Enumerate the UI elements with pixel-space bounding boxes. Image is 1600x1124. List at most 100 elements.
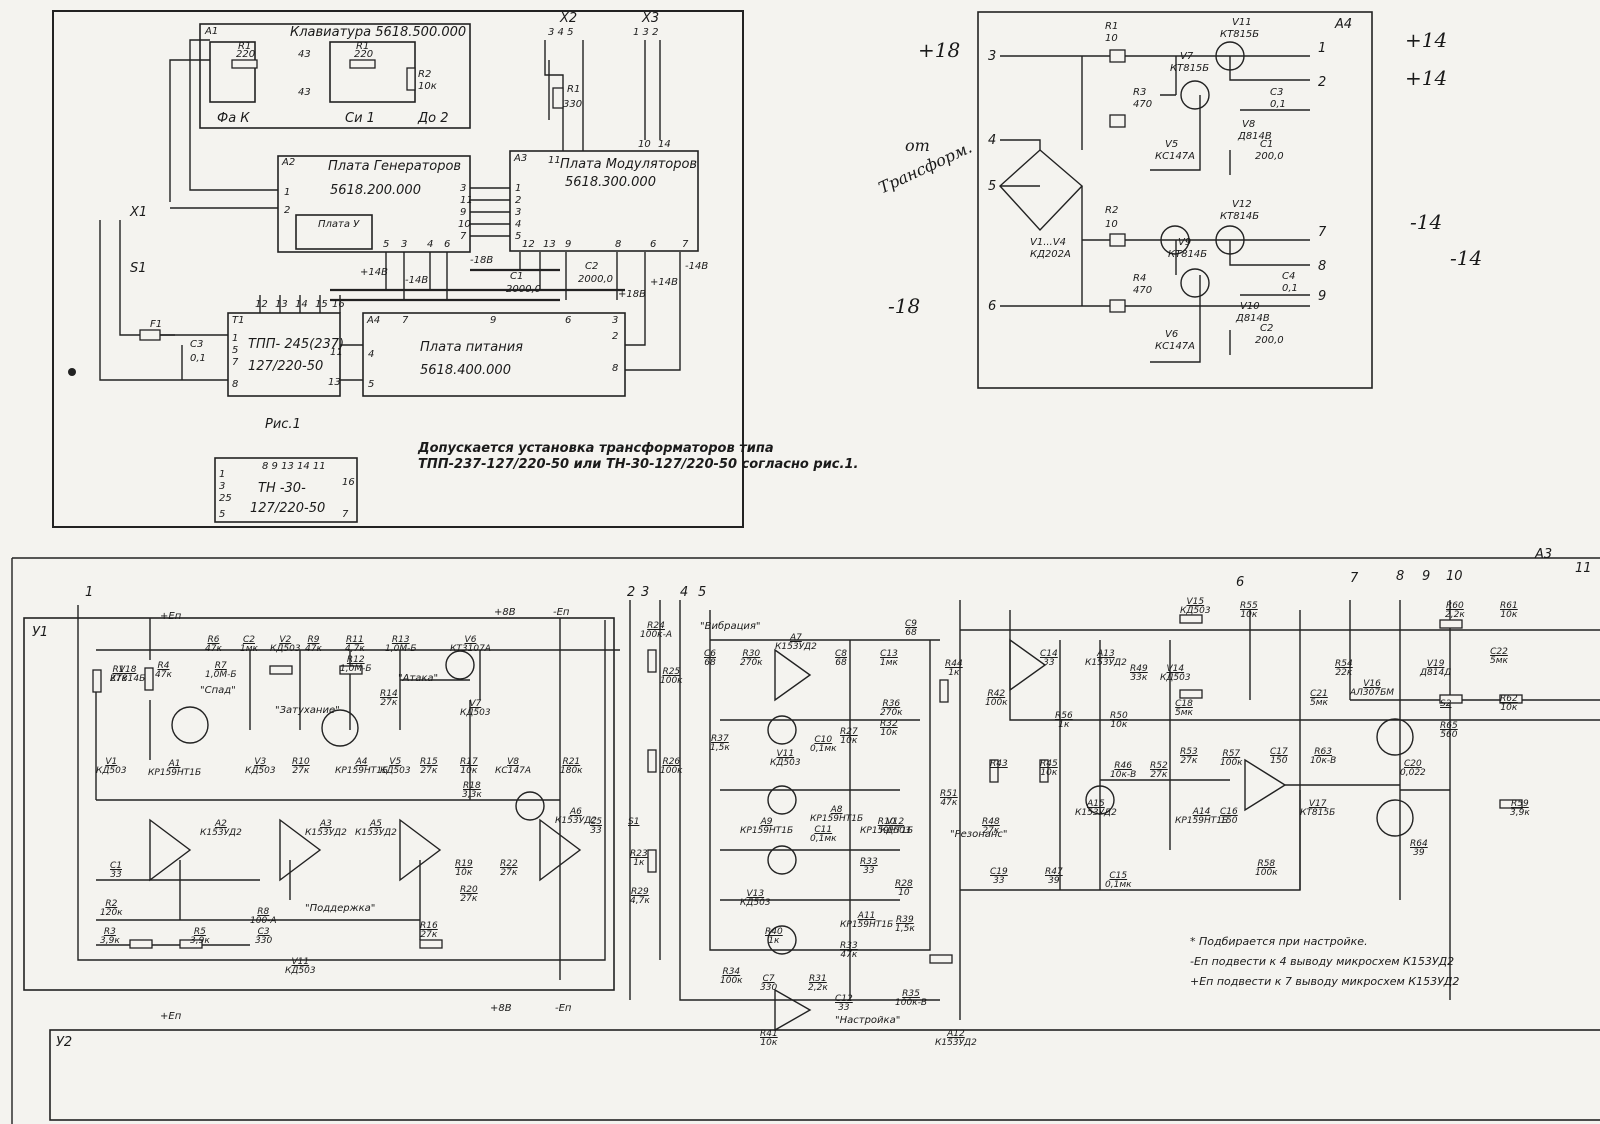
- component-value: 10к: [1500, 610, 1518, 620]
- component-value: КД503: [285, 966, 316, 976]
- connector-x3-pins: 1 3 2: [633, 27, 659, 38]
- component-ref: R50: [1110, 711, 1128, 721]
- component-ref: R39: [896, 915, 914, 925]
- power-pin-4: 2: [612, 331, 619, 342]
- keyboard-r2-val: 10к: [418, 81, 437, 92]
- component-ref: C5: [590, 817, 603, 827]
- gen-board-title: Плата Генераторов: [328, 159, 462, 174]
- component-value: 27к: [500, 868, 518, 878]
- component-value: 33: [863, 866, 875, 876]
- component-value: 100к-В: [895, 998, 928, 1008]
- a3-rail-mEn: -Еп: [553, 607, 570, 618]
- fig1-lpin0: 1: [219, 469, 226, 480]
- component-value: 5мк: [1490, 656, 1508, 666]
- component-ref: A9: [760, 817, 773, 827]
- trans-pin-r1: 13: [328, 377, 341, 388]
- component-ref: V6: [464, 635, 477, 645]
- component-value: К153УД2: [1085, 658, 1127, 668]
- block-diagram-frame: [52, 10, 744, 528]
- component-ref: C16: [1220, 807, 1238, 817]
- component-value: 2,2к: [808, 983, 828, 993]
- a4-c4-val: 0,1: [1282, 283, 1298, 294]
- component-value: 1,5к: [710, 743, 730, 753]
- mod-pin-t0: 10: [638, 139, 651, 150]
- component-value: 270к: [740, 658, 763, 668]
- component-value: 27к: [292, 766, 310, 776]
- component-value: 150: [1270, 756, 1288, 766]
- component-value: 22к: [1335, 668, 1353, 678]
- component-value: Д814Д: [1420, 668, 1452, 678]
- component-ref: A12: [947, 1029, 965, 1039]
- a3-pin-7: 7: [1350, 571, 1359, 586]
- component-value: КД503: [1160, 673, 1191, 683]
- component-ref: R53: [1180, 747, 1198, 757]
- component-ref: C8: [835, 649, 848, 659]
- trans-pin-l3: 8: [232, 379, 239, 390]
- hand-m14a: -14: [1410, 210, 1443, 234]
- component-ref: S2: [1440, 699, 1452, 709]
- modulator-board-box: [509, 150, 699, 252]
- trans-pin-t0: 12: [255, 299, 268, 310]
- note-2: -Еп подвести к 4 выводу микросхем К153УД…: [1190, 955, 1455, 968]
- a4-r4: R4: [1133, 273, 1147, 284]
- component-value: 68: [905, 628, 917, 638]
- key-si: Си 1: [345, 111, 375, 126]
- gen-pin-b0: 5: [383, 239, 390, 250]
- component-value: 10: [898, 888, 910, 898]
- component-value: 27к: [1150, 770, 1168, 780]
- a4-r1-val: 10: [1105, 33, 1118, 44]
- keyboard-ref: A1: [205, 26, 219, 37]
- component-ref: C1: [110, 861, 123, 871]
- trans-pin-t4: 16: [332, 299, 345, 310]
- component-value: 33к: [1130, 673, 1148, 683]
- a4-r1: R1: [1105, 21, 1119, 32]
- y1-label: У1: [32, 625, 49, 640]
- a3-pin-5: 5: [698, 585, 707, 600]
- component-value: 33: [590, 826, 602, 836]
- keyboard-r1: R1: [238, 41, 252, 52]
- component-s2: S2: [1440, 700, 1451, 709]
- connector-x1: X1: [130, 205, 148, 220]
- a4-c1-val: 200,0: [1255, 151, 1284, 162]
- component-value: 33: [838, 1003, 850, 1013]
- component-ref: R25: [662, 667, 681, 677]
- component-ref: A15: [1087, 799, 1105, 809]
- component-value: КР159НТ1Б: [840, 920, 894, 930]
- power-pin-6: 4: [368, 349, 375, 360]
- power-board-ref: A4: [367, 315, 381, 326]
- cap-c2: C2: [585, 261, 599, 272]
- component-ref: R2: [105, 899, 118, 909]
- component-ref: R49: [1130, 664, 1148, 674]
- fig1-rpin0: 16: [342, 477, 355, 488]
- hand-p14b: +14: [1405, 66, 1448, 90]
- component-ref: C12: [835, 994, 853, 1004]
- a4-c4: C4: [1282, 271, 1296, 282]
- component-value: 150: [1220, 816, 1238, 826]
- a3-pin-1: 1: [85, 585, 94, 600]
- component-ref: C2: [242, 635, 255, 645]
- component-value: 3,9к: [1510, 808, 1530, 818]
- fuse-f1: F1: [150, 319, 163, 330]
